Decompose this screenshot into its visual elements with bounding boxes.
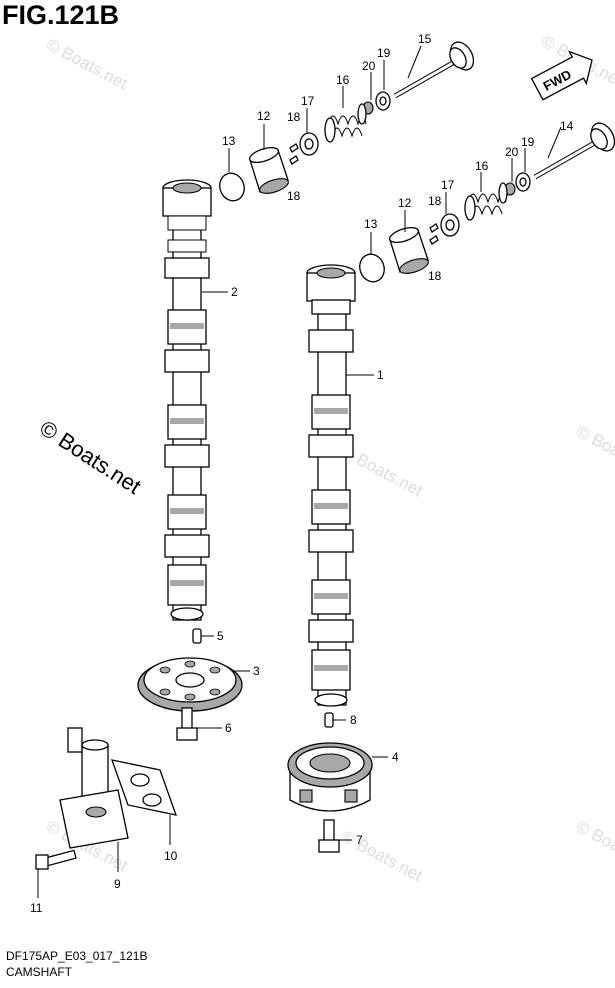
callout-14: 14 — [560, 119, 574, 133]
callout-5: 5 — [217, 629, 224, 643]
callout-16: 16 — [336, 73, 350, 87]
cotter-18 — [429, 223, 439, 233]
callout-17: 17 — [301, 94, 315, 108]
callout-18: 18 — [428, 194, 442, 208]
callout-1: 1 — [377, 368, 384, 382]
camshaft-2 — [162, 179, 212, 621]
callout-18: 18 — [287, 110, 301, 124]
callout-16: 16 — [475, 159, 489, 173]
vvt-actuator-4 — [287, 742, 373, 812]
camshaft-sprocket-3 — [137, 657, 243, 712]
callout-2: 2 — [231, 285, 238, 299]
watermark-text: © Boats.net — [338, 827, 426, 886]
tappet-12 — [388, 226, 429, 274]
callout-20: 20 — [362, 59, 376, 73]
callout-7: 7 — [356, 833, 363, 847]
watermark-text: © Boats.net — [573, 422, 615, 481]
callout-labels: 2 1 3 4 5 6 7 8 9 10 11 12 12 13 13 14 1… — [30, 32, 574, 915]
callout-6: 6 — [225, 721, 232, 735]
callout-10: 10 — [164, 849, 178, 863]
callout-9: 9 — [114, 877, 121, 891]
leader-lines — [37, 45, 562, 898]
callout-20: 20 — [505, 145, 519, 159]
callout-13: 13 — [364, 217, 378, 231]
callout-19: 19 — [377, 46, 391, 60]
callout-13: 13 — [222, 134, 236, 148]
callout-3: 3 — [253, 664, 260, 678]
tappet-12 — [248, 146, 289, 194]
callout-18: 18 — [287, 189, 301, 203]
callout-18: 18 — [428, 269, 442, 283]
shim-13 — [219, 172, 245, 202]
valve-train-upper — [219, 41, 475, 202]
section-name: CAMSHAFT — [6, 965, 72, 979]
gasket-10 — [110, 759, 178, 816]
callout-17: 17 — [441, 178, 455, 192]
valve-14 — [533, 122, 615, 180]
bolt-6 — [176, 707, 198, 741]
cotter-18 — [429, 235, 439, 245]
watermark-text: © Boats.net — [573, 817, 615, 876]
cotter-18 — [289, 155, 299, 165]
bolt-11 — [35, 849, 77, 870]
dowel-pin-8 — [324, 712, 334, 728]
diagram-code: DF175AP_E03_017_121B — [6, 949, 148, 963]
shim-13 — [359, 253, 385, 283]
callout-15: 15 — [418, 32, 432, 46]
watermark-main: © Boats.net — [35, 415, 145, 499]
valve-15 — [393, 41, 475, 99]
valve-spring-16 — [464, 182, 508, 221]
callout-12: 12 — [257, 109, 271, 123]
valve-train-lower — [359, 122, 615, 283]
cotter-18 — [289, 143, 299, 153]
callout-8: 8 — [350, 713, 357, 727]
callout-12: 12 — [398, 196, 412, 210]
dowel-pin-5 — [192, 628, 202, 644]
figure-title: FIG.121B — [2, 0, 120, 30]
callout-19: 19 — [521, 135, 535, 149]
oil-control-valve-9 — [59, 727, 129, 849]
callout-4: 4 — [392, 750, 399, 764]
watermark-text: © Boats.net — [43, 35, 131, 94]
valve-spring-16 — [324, 103, 367, 143]
callout-11: 11 — [30, 901, 43, 915]
bolt-7 — [318, 819, 340, 853]
camshaft-1 — [306, 264, 356, 707]
